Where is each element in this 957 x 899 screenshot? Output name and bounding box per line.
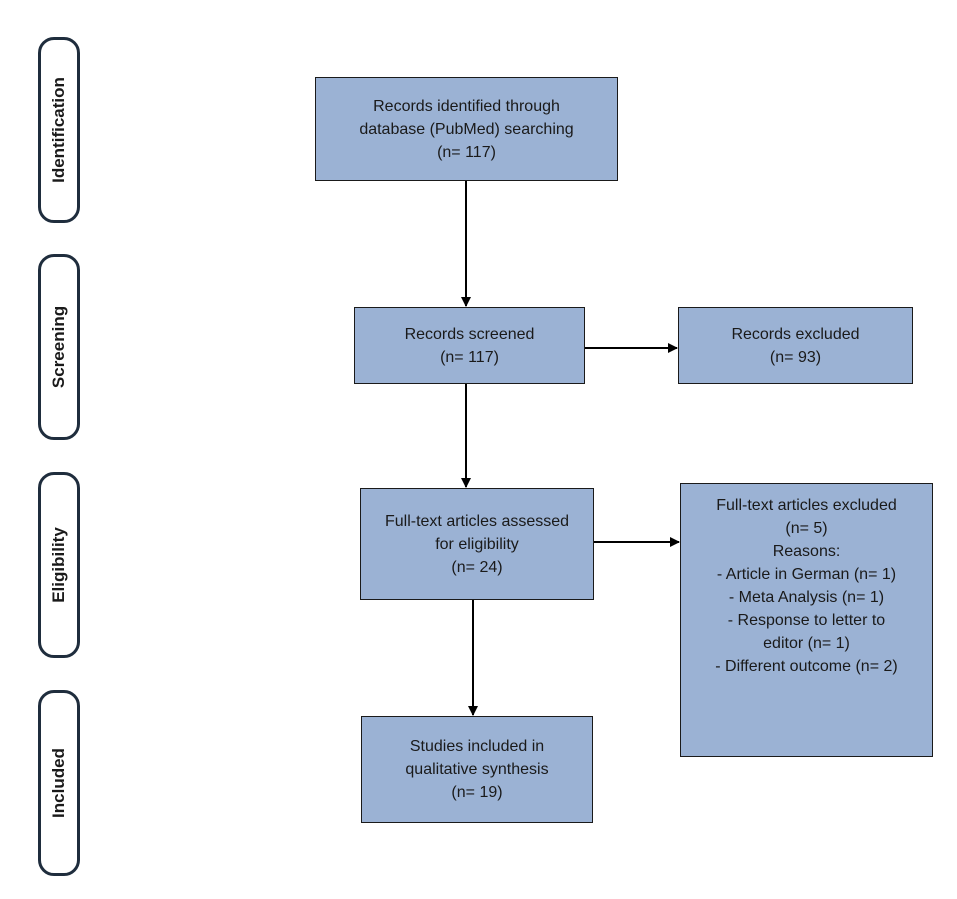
- box-line: - Article in German (n= 1): [716, 566, 897, 583]
- box-line: qualitative synthesis: [405, 761, 549, 778]
- box-line: database (PubMed) searching: [359, 120, 574, 138]
- stage-eligibility: Eligibility: [38, 472, 80, 658]
- box-line: (n= 117): [440, 348, 499, 366]
- box-line: (n= 19): [451, 784, 503, 801]
- box-line: Full-text articles assessed: [384, 512, 570, 530]
- box-line: - Different outcome (n= 2): [715, 658, 898, 675]
- stage-identification: Identification: [38, 37, 80, 223]
- box-line: Reasons:: [772, 543, 841, 560]
- box-line: (n= 24): [451, 558, 503, 576]
- box-line: Records screened: [404, 325, 535, 343]
- box-fulltext-assessed: Full-text articles assessed for eligibil…: [360, 488, 594, 600]
- box-line: (n= 5): [785, 520, 828, 537]
- stage-included: Included: [38, 690, 80, 876]
- box-line: Studies included in: [409, 738, 545, 755]
- box-line: (n= 117): [437, 143, 496, 161]
- box-records-identified: Records identified through database (Pub…: [315, 77, 618, 181]
- box-line: Records excluded: [731, 325, 860, 343]
- box-line: for eligibility: [435, 535, 519, 553]
- stage-identification-label: Identification: [49, 77, 68, 183]
- box-line: Full-text articles excluded: [716, 497, 897, 514]
- stage-eligibility-label: Eligibility: [49, 527, 68, 603]
- box-line: (n= 93): [769, 348, 822, 366]
- stage-included-label: Included: [49, 748, 68, 818]
- box-line: Records identified through: [373, 97, 560, 115]
- box-fulltext-excluded: Full-text articles excluded (n= 5) Reaso…: [680, 483, 933, 757]
- box-line: editor (n= 1): [763, 635, 850, 652]
- box-records-screened: Records screened (n= 117): [354, 307, 585, 384]
- box-line: - Response to letter to: [727, 612, 886, 629]
- stage-screening: Screening: [38, 254, 80, 440]
- box-records-excluded: Records excluded (n= 93): [678, 307, 913, 384]
- box-studies-included: Studies included in qualitative synthesi…: [361, 716, 593, 823]
- stage-screening-label: Screening: [49, 305, 68, 389]
- box-line: - Meta Analysis (n= 1): [728, 589, 885, 606]
